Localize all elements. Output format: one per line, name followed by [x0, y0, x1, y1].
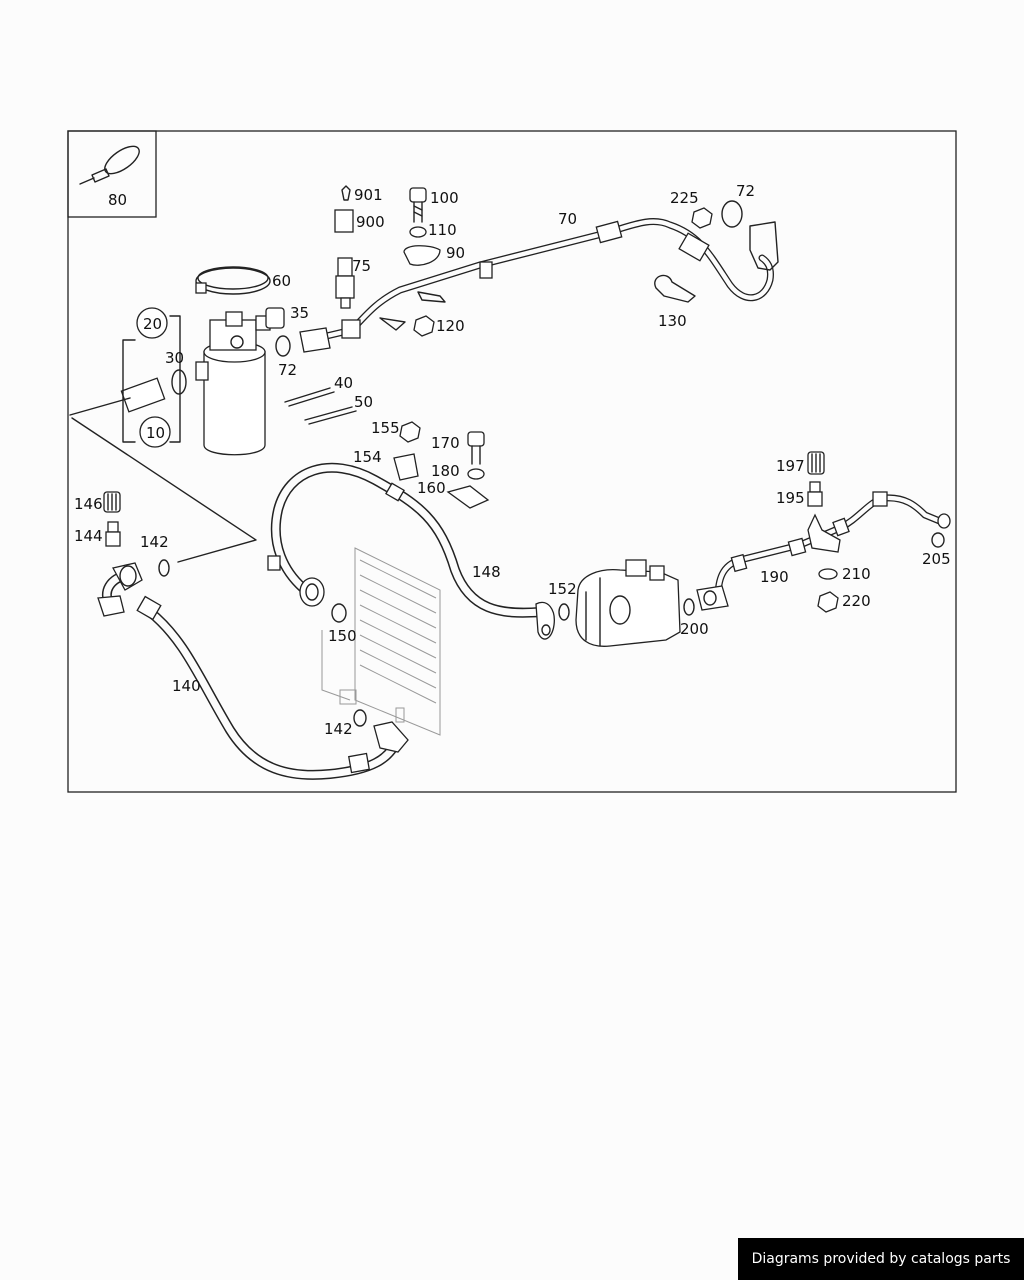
clamp-band-60	[195, 266, 271, 295]
callout-154: 154	[353, 448, 382, 466]
washer-180	[467, 468, 485, 480]
o-ring-142-top	[158, 559, 170, 577]
callout-35: 35	[290, 304, 309, 322]
pressure-switch-35	[265, 307, 285, 329]
callout-901: 901	[354, 186, 383, 204]
callout-75: 75	[352, 257, 371, 275]
callout-70: 70	[558, 210, 577, 228]
callout-142-top: 142	[140, 533, 169, 551]
cable-tie-icon	[79, 145, 140, 185]
callout-146: 146	[74, 495, 103, 513]
o-ring-152	[558, 603, 570, 621]
bolt-170	[467, 431, 485, 465]
bolt-100	[409, 187, 427, 223]
ac-compressor	[575, 559, 681, 647]
callout-72: 72	[278, 361, 297, 379]
callout-160: 160	[417, 479, 446, 497]
callout-195: 195	[776, 489, 805, 507]
tie-wraps-40-50	[284, 387, 357, 425]
clamp-154	[393, 453, 419, 481]
callout-150: 150	[328, 627, 357, 645]
nut-225	[691, 207, 713, 229]
callout-152: 152	[548, 580, 577, 598]
valve-core-144	[105, 521, 121, 547]
washer-210	[818, 568, 838, 580]
o-ring-72-top	[721, 200, 743, 228]
clip-90	[403, 245, 441, 266]
callout-197: 197	[776, 457, 805, 475]
callout-205: 205	[922, 550, 951, 568]
callout-110: 110	[428, 221, 457, 239]
callout-bracket	[122, 315, 181, 443]
condenser	[321, 547, 441, 736]
callout-140: 140	[172, 677, 201, 695]
callout-900: 900	[356, 213, 385, 231]
pipe-bracket	[749, 221, 779, 271]
callout-20: 20	[143, 315, 162, 333]
valve-cap-197	[807, 451, 825, 475]
callout-120: 120	[436, 317, 465, 335]
o-ring-30	[171, 369, 187, 395]
callout-80: 80	[108, 191, 127, 209]
footer-credit: Diagrams provided by catalogs parts	[738, 1238, 1024, 1280]
callout-circle-20	[136, 307, 168, 339]
callout-148: 148	[472, 563, 501, 581]
callout-200: 200	[680, 620, 709, 638]
washer-110	[409, 226, 427, 238]
valve-core-195	[807, 481, 823, 507]
inset-box	[67, 130, 157, 218]
callout-220: 220	[842, 592, 871, 610]
callout-144: 144	[74, 527, 103, 545]
callout-90: 90	[446, 244, 465, 262]
callout-10: 10	[146, 424, 165, 442]
hose-fittings	[97, 220, 951, 774]
diagram-frame	[67, 130, 957, 793]
bracket-plate	[379, 291, 446, 331]
callout-155: 155	[371, 419, 400, 437]
clamp-130	[654, 274, 696, 303]
callout-60: 60	[272, 272, 291, 290]
o-ring-205	[931, 532, 945, 548]
nut-120	[413, 315, 435, 337]
o-ring-200	[683, 598, 695, 616]
receiver-drier	[195, 311, 271, 456]
nut-155	[399, 421, 421, 443]
leader-lines	[69, 397, 257, 563]
nut-220	[817, 591, 839, 613]
callout-190: 190	[760, 568, 789, 586]
callout-40: 40	[334, 374, 353, 392]
o-ring-150	[331, 603, 347, 623]
callout-210: 210	[842, 565, 871, 583]
hose-lines	[101, 462, 545, 780]
valve-cap-146	[103, 491, 121, 513]
o-ring-72	[275, 335, 291, 357]
pipe-lines	[314, 218, 946, 602]
callout-142-bottom: 142	[324, 720, 353, 738]
callout-30: 30	[165, 349, 184, 367]
callout-72-top: 72	[736, 182, 755, 200]
callout-225: 225	[670, 189, 699, 207]
callout-130: 130	[658, 312, 687, 330]
callout-50: 50	[354, 393, 373, 411]
connector-20	[120, 377, 166, 413]
callout-labels: 80 901 900 100 110 90 70 225 72 60 75 35…	[74, 182, 951, 738]
callout-circle-10	[139, 416, 171, 448]
o-ring-142-bottom	[353, 709, 367, 727]
clamp-160	[446, 485, 490, 509]
callout-180: 180	[431, 462, 460, 480]
callout-170: 170	[431, 434, 460, 452]
service-valve-75	[334, 185, 355, 309]
callout-100: 100	[430, 189, 459, 207]
